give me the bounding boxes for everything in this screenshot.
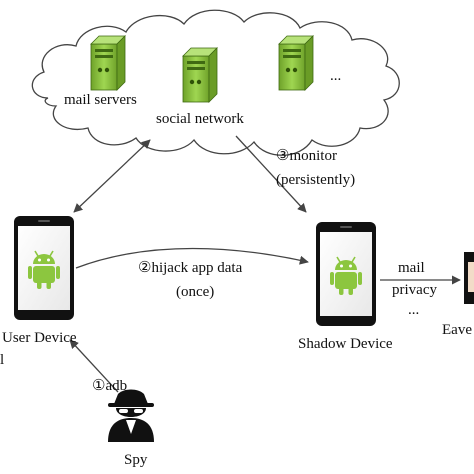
user-device-label: User Device <box>2 330 77 346</box>
user-device-phone-icon <box>14 216 74 320</box>
hijack-label: ②hijack app data <box>138 260 243 276</box>
server-icon <box>90 35 126 91</box>
arrow-monitor <box>235 135 307 213</box>
eavesdropper-label: Eave <box>442 322 472 338</box>
adb-label: ①adb <box>92 378 128 394</box>
leak-more-label: ... <box>408 302 420 318</box>
monitor-label: ③monitor <box>276 148 337 164</box>
more-servers-label: ... <box>330 68 342 84</box>
spy-label: Spy <box>124 452 148 468</box>
arrow-cloud-user <box>73 139 151 213</box>
server-icon <box>278 35 314 91</box>
monitor-note: (persistently) <box>276 172 356 188</box>
mail-label: mail <box>398 260 425 276</box>
privacy-label: privacy <box>392 282 437 298</box>
shadow-device-label: Shadow Device <box>298 336 393 352</box>
social-network-label: social network <box>156 111 244 127</box>
arrow-adb <box>69 339 119 393</box>
arrow-hijack <box>75 247 309 269</box>
left-cut-label: l <box>0 352 5 368</box>
shadow-device-phone-icon <box>316 222 376 326</box>
mail-servers-label: mail servers <box>64 92 137 108</box>
server-icon <box>182 47 218 103</box>
hijack-note: (once) <box>176 284 215 300</box>
person-icon <box>464 252 474 304</box>
spy-icon <box>108 389 154 442</box>
